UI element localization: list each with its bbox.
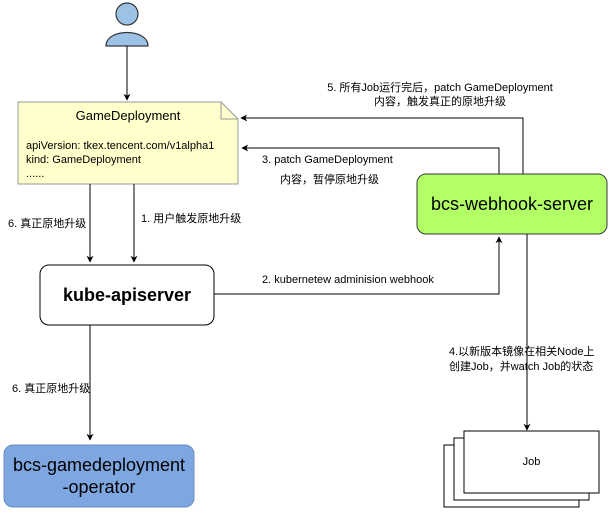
edge-3-label-line1: 3. patch GameDeployment	[262, 154, 393, 166]
operator-label-line1: bcs-gamedeployment	[12, 455, 186, 475]
gamedeployment-operator-box	[3, 444, 195, 508]
edge-2	[214, 236, 503, 295]
edge-6a-label: 6. 真正原地升级	[8, 218, 87, 230]
webhook-server-box	[416, 173, 608, 235]
person-head	[115, 2, 139, 26]
edge-6b-label: 6. 真正原地升级	[12, 383, 91, 395]
job-label: Job	[522, 456, 541, 468]
note-folded-corner	[220, 102, 238, 120]
edge-5-label-line2: 内容，触发真正的原地升级	[374, 96, 506, 108]
note-title: GameDeployment	[75, 108, 181, 123]
webhook-server-label: bcs-webhook-server	[430, 194, 594, 214]
person-body	[105, 32, 149, 47]
edge-3-label-line2: 内容，暂停原地升级	[280, 174, 379, 186]
note-kind: kind: GameDeployment	[26, 154, 141, 166]
job-doc-front	[463, 430, 600, 494]
note-api-version: apiVersion: tkex.tencent.com/v1alpha1	[26, 140, 215, 152]
edge-2-label: 2. kubernetew adminision webhook	[262, 274, 434, 286]
edge-4-label-line2: 创建Job，并watch Job的状态	[449, 361, 594, 373]
kube-apiserver-label: kube-apiserver	[62, 285, 192, 305]
edge-1-label: 1. 用户触发原地升级	[141, 213, 242, 225]
edge-3	[241, 144, 500, 174]
operator-label-line2: -operator	[62, 477, 136, 497]
kube-apiserver-box	[39, 264, 215, 326]
note-ellipsis: ......	[26, 168, 45, 180]
edge-4-label-line1: 4.以新版本镜像在相关Node上	[449, 346, 595, 358]
job-stack	[443, 430, 600, 508]
gamedeployment-note	[17, 101, 239, 185]
person-icon	[105, 2, 149, 47]
edge-5	[240, 114, 524, 174]
edge-5-label-line1: 5. 所有Job运行完后，patch GameDeployment	[327, 82, 553, 94]
